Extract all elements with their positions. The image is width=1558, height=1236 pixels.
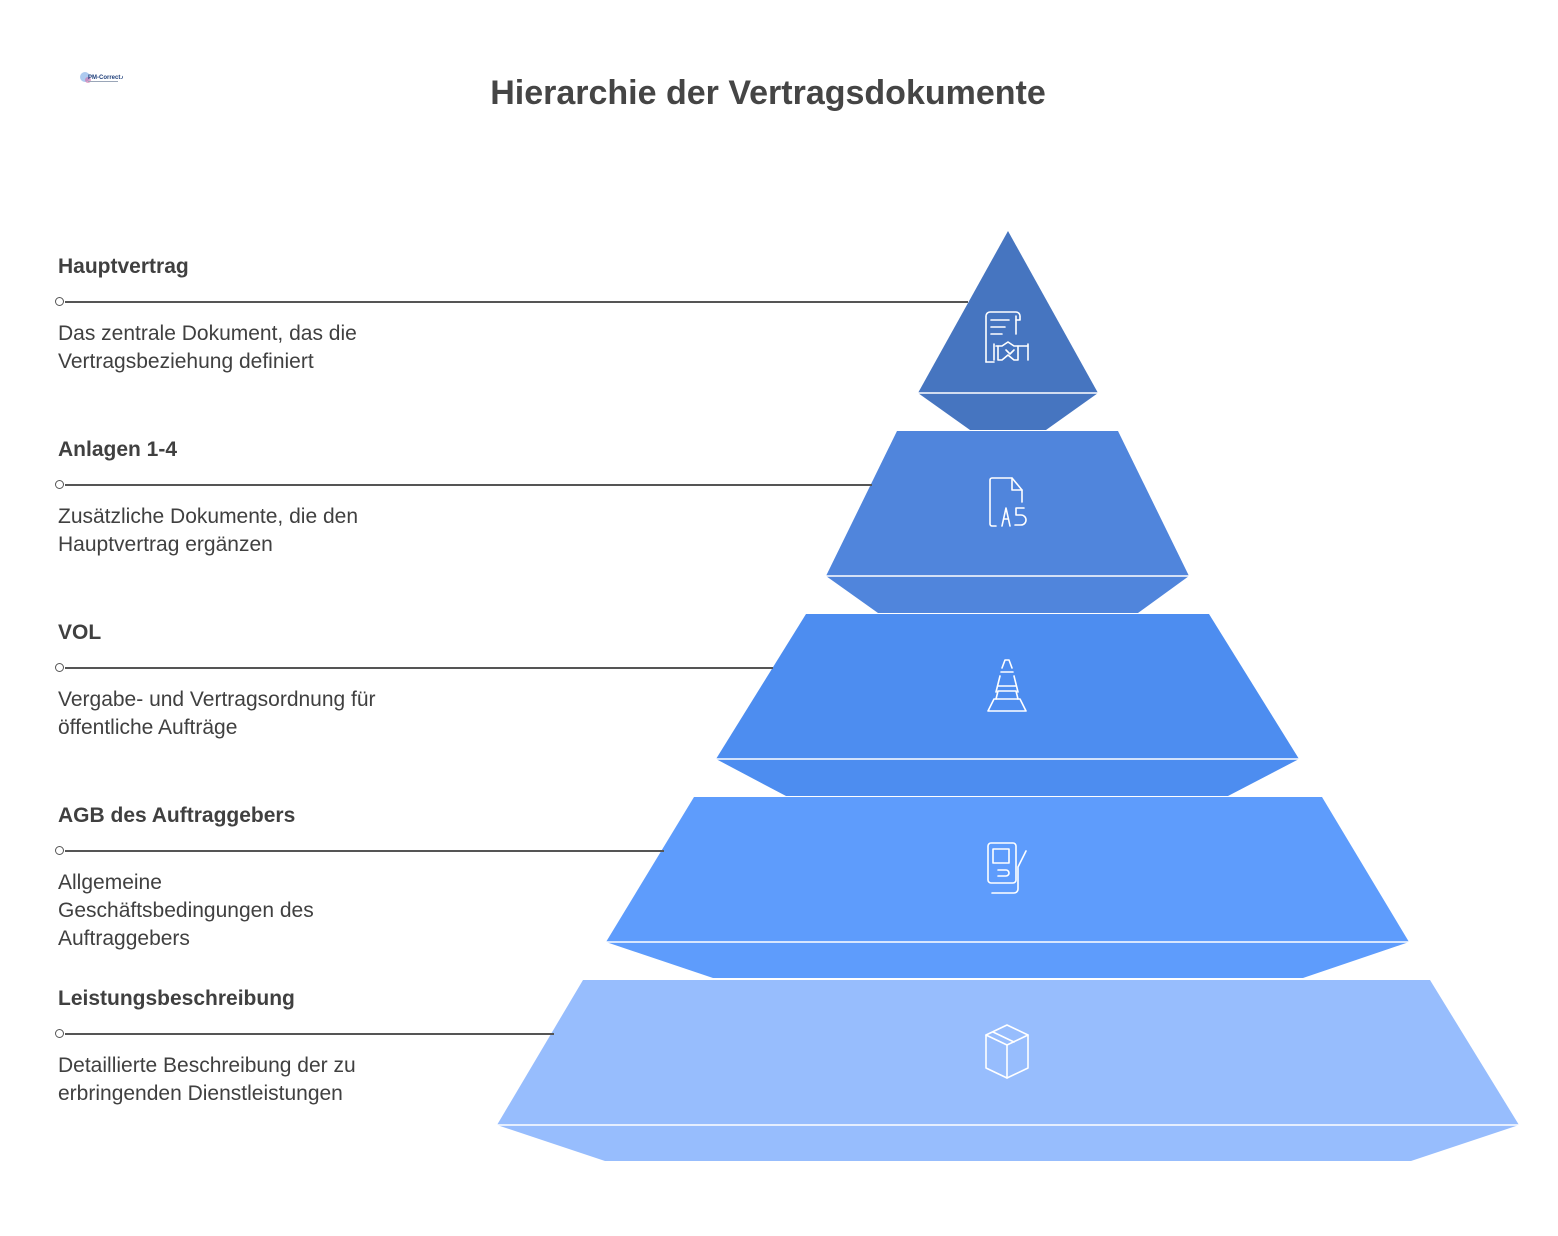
- level-description: Allgemeine Geschäftsbedingungen des Auft…: [58, 871, 314, 950]
- connector-level-4: [55, 845, 664, 857]
- connector-level-5: [55, 1028, 554, 1040]
- level-description: Detaillierte Beschreibung der zu erbring…: [58, 1054, 356, 1105]
- level-name: Hauptvertrag: [58, 255, 189, 278]
- logo: PM-Correct.com: [80, 72, 123, 83]
- connector-level-3: [55, 662, 773, 674]
- connector-dot: [55, 297, 64, 306]
- level-description: Das zentrale Dokument, das die Vertragsb…: [58, 322, 357, 373]
- pyramid-level-4: [606, 797, 1409, 978]
- connector-dot: [55, 480, 64, 489]
- level-2-label-group: Anlagen 1-4 Zusätzliche Dokumente, die d…: [58, 437, 478, 559]
- level-1-label-group: Hauptvertrag Das zentrale Dokument, das …: [58, 254, 478, 376]
- connector-line: [65, 667, 773, 669]
- level-description: Zusätzliche Dokumente, die den Hauptvert…: [58, 505, 358, 556]
- level-name: VOL: [58, 621, 102, 644]
- level-3-label-group: VOL Vergabe- und Vertragsordnung für öff…: [58, 620, 478, 742]
- pyramid-level-5: [497, 980, 1519, 1161]
- svg-text:PM-Correct.com: PM-Correct.com: [88, 75, 123, 81]
- level-description: Vergabe- und Vertragsordnung für öffentl…: [58, 688, 376, 739]
- connector-line: [65, 850, 664, 852]
- level-4-label-group: AGB des Auftraggebers Allgemeine Geschäf…: [58, 803, 478, 953]
- connector-line: [65, 1033, 554, 1035]
- connector-dot: [55, 846, 64, 855]
- traffic-cone-icon: [987, 659, 1027, 712]
- pyramid-level-2: [826, 431, 1189, 613]
- level-5-label-group: Leistungsbeschreibung Detaillierte Besch…: [58, 986, 478, 1108]
- tablet-pen-icon: [987, 842, 1027, 894]
- connector-line: [65, 484, 872, 486]
- level-name: Leistungsbeschreibung: [58, 987, 295, 1010]
- box-icon: [985, 1024, 1029, 1079]
- pyramid-level-3: [716, 614, 1299, 796]
- connector-dot: [55, 1029, 64, 1038]
- page-title: Hierarchie der Vertragsdokumente: [490, 74, 1046, 112]
- pyramid-level-1: [918, 231, 1098, 430]
- contract-handshake-icon: [985, 311, 1029, 363]
- connector-line: [65, 301, 968, 303]
- level-name: Anlagen 1-4: [58, 438, 178, 461]
- connector-dot: [55, 663, 64, 672]
- connector-level-2: [55, 479, 872, 491]
- a5-document-icon: [989, 477, 1027, 527]
- connector-level-1: [55, 296, 968, 308]
- level-name: AGB des Auftraggebers: [58, 804, 296, 827]
